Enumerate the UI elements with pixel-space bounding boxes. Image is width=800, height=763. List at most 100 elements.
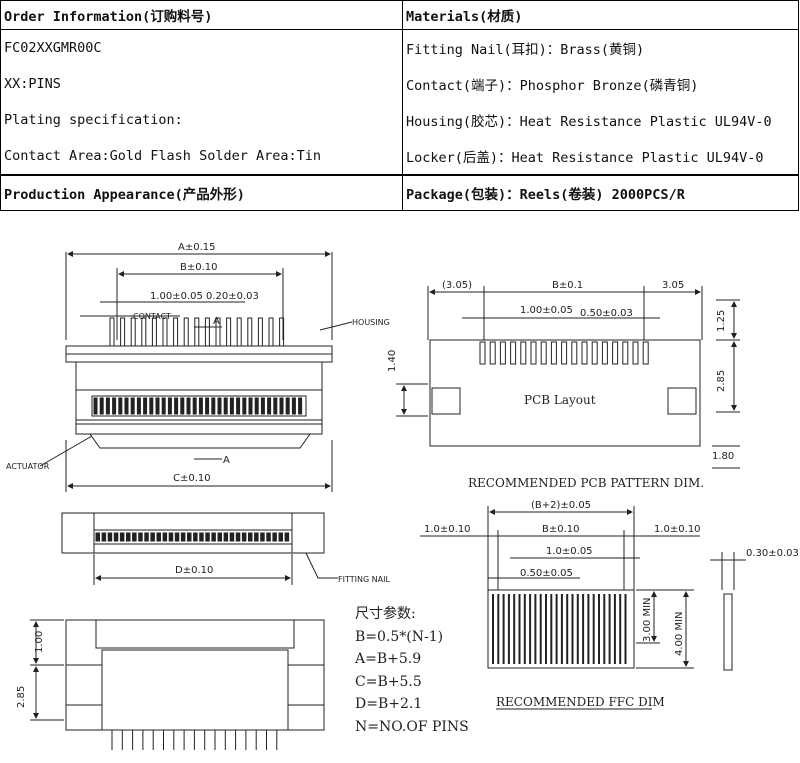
material-row-3: Housing(胶芯)：Heat Resistance Plastic UL94… [402, 102, 799, 138]
pcb-pad [489, 341, 496, 365]
actuator-label: ACTUATOR [6, 462, 50, 471]
front-pin [284, 532, 290, 542]
pcb-pad [510, 341, 517, 365]
pcb-b-label: B±0.1 [552, 280, 583, 291]
contact-tooth [118, 397, 123, 415]
bottom-view: 1.00 2.85 [16, 619, 325, 750]
ffc-h300-label: 3.00 MIN [642, 597, 653, 642]
front-pin [229, 532, 235, 542]
front-view: D±0.10 FITTING NAIL [61, 512, 390, 585]
contact-label: CONTACT [133, 312, 171, 321]
front-pin [205, 532, 210, 542]
pcb-pad [520, 341, 527, 365]
dim-pitch-label: 1.00±0.05 [150, 291, 203, 302]
section-a-bottom-label: A [223, 455, 230, 466]
ffc-pitch-label: 1.0±0.05 [546, 546, 593, 557]
front-pin [162, 532, 168, 542]
dim-c-label: C±0.10 [173, 473, 211, 484]
front-pin [199, 532, 204, 542]
contact-tooth [223, 397, 228, 415]
pcb-pattern: (3.05) B±0.1 3.05 1.00±0.05 0.50±0.03 PC… [387, 280, 740, 490]
ffc-width-label: 0.50±0.05 [520, 568, 573, 579]
ffc-drawing: (B+2)±0.05 1.0±0.10 B±0.10 1.0±0.10 1.0±… [420, 500, 799, 710]
front-pin [95, 532, 100, 542]
contact-pin [120, 317, 126, 347]
pcb-pattern-title: RECOMMENDED PCB PATTERN DIM. [468, 476, 704, 490]
dimension-formulas: 尺寸参数: B=0.5*(N-1) A=B+5.9 C=B+5.5 D=B+2.… [355, 603, 469, 738]
top-view: A±0.15 B±0.10 1.00±0.05 0.20±0.03 CONTAC… [6, 242, 390, 492]
contact-tooth [248, 397, 253, 415]
contact-tooth [236, 397, 241, 415]
dim-285-label: 2.85 [16, 686, 27, 708]
material-row-2: Contact(端子)：Phosphor Bronze(磷青铜) [402, 66, 799, 102]
contact-tooth [112, 397, 117, 415]
dim-b-label: B±0.10 [180, 262, 218, 273]
ffc-h400-label: 4.00 MIN [674, 611, 685, 656]
contact-tooth [186, 397, 191, 415]
contact-pin [141, 317, 147, 347]
front-pin [174, 532, 180, 542]
front-pin [107, 532, 113, 542]
pcb-pad [499, 341, 506, 365]
dim-100-label: 1.00 [34, 631, 45, 653]
pcb-pad [550, 341, 557, 365]
ffc-b2-label: (B+2)±0.05 [531, 500, 591, 511]
spec-table: Order Information(订购料号) Materials(材质) FC… [0, 0, 799, 211]
contact-tooth [211, 397, 216, 415]
ffc-title: RECOMMENDED FFC DIM [496, 695, 665, 709]
pcb-right-label: 3.05 [662, 280, 684, 291]
formula-title: 尺寸参数: [355, 606, 416, 622]
front-pin [168, 532, 174, 542]
front-pin [193, 532, 198, 542]
contact-pin [236, 317, 242, 347]
pcb-pad [479, 341, 486, 365]
contact-pin [151, 317, 157, 347]
contact-pin [183, 317, 189, 347]
pcb-pad [591, 341, 598, 365]
contact-tooth [155, 397, 160, 415]
ffc-thickness-label: 0.30±0.03 [746, 548, 799, 559]
contact-tooth [161, 397, 166, 415]
contact-tooth [242, 397, 247, 415]
contact-tooth [198, 397, 203, 415]
contact-tooth [105, 397, 110, 415]
contact-pin [173, 317, 179, 347]
pcb-h125-label: 1.25 [716, 310, 727, 332]
production-appearance-header: Production Appearance(产品外形) [0, 174, 403, 211]
front-pin [119, 532, 125, 542]
formula-c: C=B+5.5 [355, 673, 422, 690]
front-pin [126, 532, 131, 542]
front-pin [156, 532, 161, 542]
contact-tooth [217, 397, 222, 415]
dim-width-label: 0.20±0.03 [206, 291, 259, 302]
contact-pin [268, 317, 274, 347]
pcb-pad [642, 341, 649, 365]
materials-header: Materials(材质) [402, 0, 799, 30]
contact-tooth [291, 397, 296, 415]
pcb-pad [601, 341, 608, 365]
front-pin [180, 532, 186, 542]
contact-pin [247, 317, 253, 347]
order-row-3: Plating specification: [0, 102, 403, 138]
contact-pin [204, 317, 210, 347]
pcb-pad [622, 341, 629, 365]
contact-tooth [167, 397, 172, 415]
contact-tooth [99, 397, 104, 415]
contact-tooth [174, 397, 179, 415]
front-pin [272, 532, 277, 542]
ffc-right-label: 1.0±0.10 [654, 524, 701, 535]
ffc-left-label: 1.0±0.10 [424, 524, 471, 535]
contact-pin [109, 317, 115, 347]
order-row-2: XX:PINS [0, 66, 403, 102]
dim-a-label: A±0.15 [178, 242, 216, 253]
pcb-h180-label: 1.80 [712, 451, 734, 462]
contact-pin [226, 317, 232, 347]
contact-tooth [260, 397, 265, 415]
contact-tooth [143, 397, 148, 415]
front-pin [241, 532, 247, 542]
pcb-pad [561, 341, 568, 365]
contact-tooth [254, 397, 259, 415]
pcb-h140-label: 1.40 [387, 350, 398, 372]
contact-tooth [267, 397, 272, 415]
front-pin [235, 532, 241, 542]
